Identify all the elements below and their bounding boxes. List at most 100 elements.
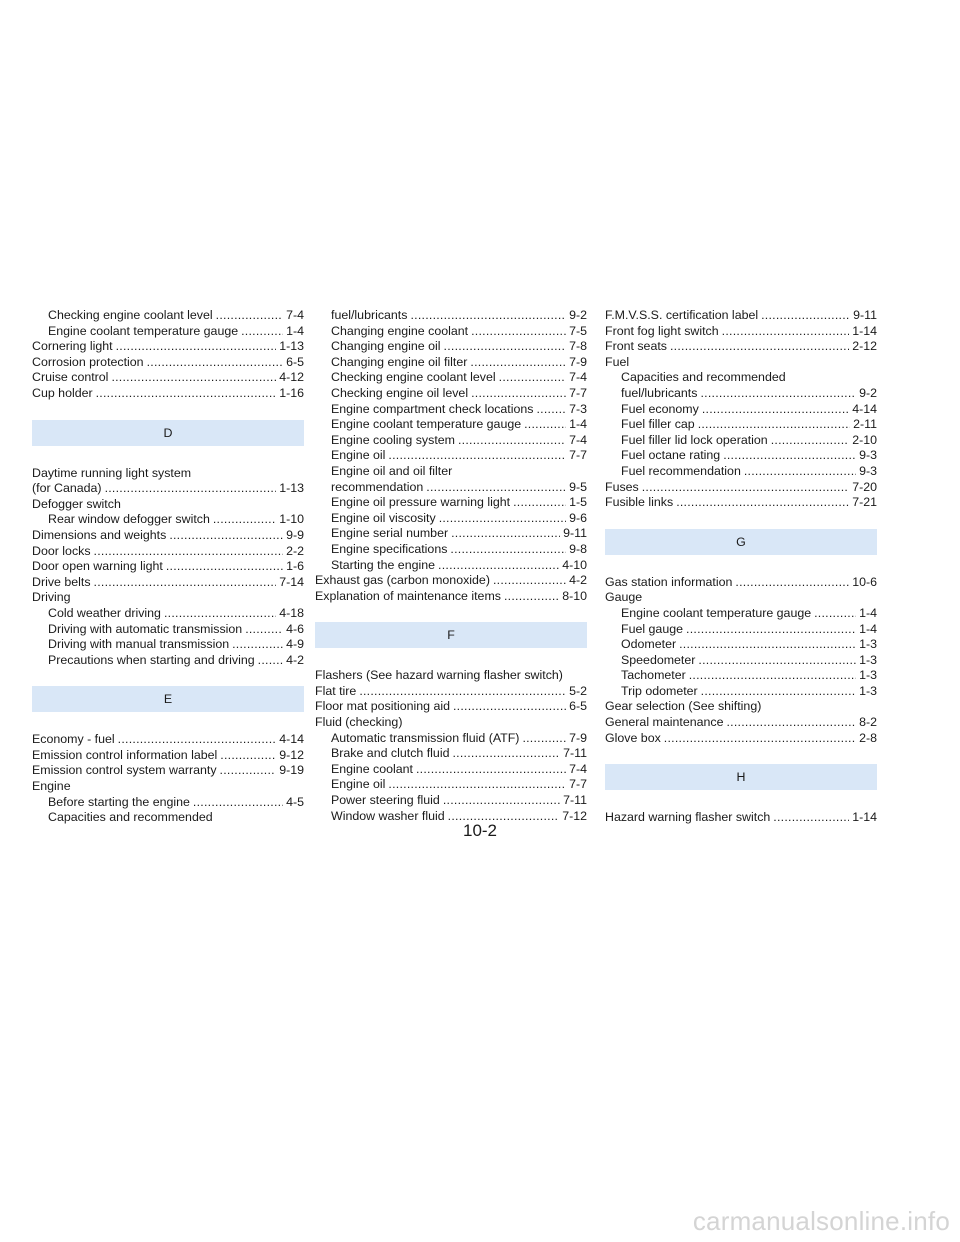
entry-page-ref: 9-2 (569, 308, 587, 322)
entry-label: Front seats (605, 339, 667, 354)
entry-page-ref: 1-6 (286, 559, 304, 574)
dot-leader (245, 622, 283, 638)
index-entry: Before starting the engine4-5 (32, 795, 304, 811)
entry-page-ref: 9-11 (853, 308, 877, 322)
dot-leader (771, 433, 849, 449)
index-entry: Precautions when starting and driving4-2 (32, 653, 304, 669)
entry-page-ref: 7-4 (569, 432, 587, 447)
dot-leader (416, 762, 566, 778)
entry-label: Engine oil (331, 777, 386, 792)
entry-label: Automatic transmission fluid (ATF) (331, 730, 520, 745)
entry-text: Engine oil and oil filter (331, 463, 453, 478)
index-entry: Fuel economy4-14 (605, 402, 877, 418)
entry-page-ref: 6-5 (286, 354, 304, 369)
entry-page-ref: 7-4 (569, 370, 587, 385)
entry-page-ref: 8-10 (562, 588, 587, 603)
entry-page-ref: 7-11 (563, 793, 587, 808)
index-entry: Automatic transmission fluid (ATF) 7-9 (315, 731, 587, 747)
dot-leader (216, 308, 283, 324)
dot-leader (676, 495, 849, 511)
index-entry: Engine oil pressure warning light1-5 (315, 495, 587, 511)
entry-page-ref: 1-14 (852, 810, 877, 825)
entry-label: Door open warning light (32, 559, 163, 574)
index-entry: Driving with manual transmission4-9 (32, 637, 304, 653)
entry-page-ref: 1-4 (569, 417, 587, 432)
index-entry: Cornering light 1-13 (32, 339, 304, 355)
index-entry: Cold weather driving4-18 (32, 606, 304, 622)
index-entry: Hazard warning flasher switch1-14 (605, 810, 877, 826)
dot-leader (213, 512, 276, 528)
entry-label: Glove box (605, 730, 661, 745)
index-entry: Driving (32, 590, 304, 606)
entry-label: Changing engine oil filter (331, 354, 468, 369)
entry-page-ref: 1-3 (859, 683, 877, 698)
index-entry: Engine cooling system 7-4 (315, 433, 587, 449)
entry-label: Cruise control (32, 370, 109, 385)
entry-page-ref: 9-9 (286, 527, 304, 542)
entry-text: Capacities and recommended (48, 810, 213, 825)
dot-leader (147, 355, 284, 371)
index-entry: Engine serial number9-11 (315, 526, 587, 542)
entry-label: Before starting the engine (48, 794, 190, 809)
dot-leader (686, 622, 856, 638)
index-entry: Emission control information label9-12 (32, 748, 304, 764)
entry-text: Defogger switch (32, 496, 121, 511)
index-entry: Checking engine coolant level7-4 (32, 308, 304, 324)
dot-leader (438, 558, 559, 574)
entry-text: Gear selection (See shifting) (605, 699, 762, 714)
index-entry: Tachometer1-3 (605, 668, 877, 684)
index-entry: Fuel octane rating9-3 (605, 448, 877, 464)
index-entry: Flashers (See hazard warning flasher swi… (315, 668, 587, 684)
entry-page-ref: 9-3 (859, 448, 877, 463)
entry-label: recommendation (331, 479, 424, 494)
entry-label: Floor mat positioning aid (315, 699, 450, 714)
entry-label: Cup holder (32, 385, 93, 400)
entry-label: Engine cooling system (331, 432, 455, 447)
dot-leader (94, 544, 284, 560)
dot-leader (679, 637, 856, 653)
entry-text: Fuel (605, 354, 630, 369)
entry-page-ref: 1-3 (859, 652, 877, 667)
dot-leader (258, 653, 283, 669)
entry-page-ref: 9-8 (569, 541, 587, 556)
dot-leader (504, 589, 559, 605)
entry-page-ref: 7-9 (569, 730, 587, 745)
dot-leader (439, 511, 566, 527)
entry-page-ref: 7-7 (569, 777, 587, 792)
index-entry: Cup holder1-16 (32, 386, 304, 402)
entry-label: Engine compartment check locations (331, 401, 534, 416)
dot-leader (410, 308, 566, 324)
entry-label: Engine oil (331, 448, 386, 463)
entry-page-ref: 7-21 (852, 495, 877, 510)
dot-leader (698, 417, 850, 433)
dot-leader (537, 402, 567, 418)
dot-leader (642, 480, 849, 496)
entry-label: Gas station information (605, 574, 733, 589)
dot-leader (220, 763, 277, 779)
index-entry: Engine oil 7-7 (315, 777, 587, 793)
entry-label: Engine serial number (331, 526, 449, 541)
entry-page-ref: 9-6 (569, 510, 587, 525)
entry-page-ref: 4-2 (286, 652, 304, 667)
index-entry: Fluid (checking) (315, 715, 587, 731)
entry-page-ref: 4-9 (286, 637, 304, 652)
entry-page-ref: 7-14 (279, 574, 304, 589)
entry-page-ref: 4-14 (279, 732, 304, 747)
entry-label: Changing engine coolant (331, 323, 469, 338)
dot-leader (169, 528, 283, 544)
entry-label: Driving with automatic transmission (48, 621, 243, 636)
entry-page-ref: 1-13 (279, 339, 304, 354)
entry-label: Economy - fuel (32, 732, 115, 747)
entry-label: Flat tire (315, 683, 357, 698)
dot-leader (111, 370, 276, 386)
index-entry: Engine coolant temperature gauge1-4 (605, 606, 877, 622)
entry-page-ref: 7-7 (569, 385, 587, 400)
index-entry: Capacities and recommended (605, 370, 877, 386)
entry-label: Cornering light (32, 339, 113, 354)
entry-label: Fuses (605, 479, 639, 494)
dot-leader (471, 386, 566, 402)
dot-leader (164, 606, 276, 622)
dot-leader (493, 573, 566, 589)
index-entry: Engine coolant temperature gauge1-4 (32, 324, 304, 340)
dot-leader (118, 732, 277, 748)
